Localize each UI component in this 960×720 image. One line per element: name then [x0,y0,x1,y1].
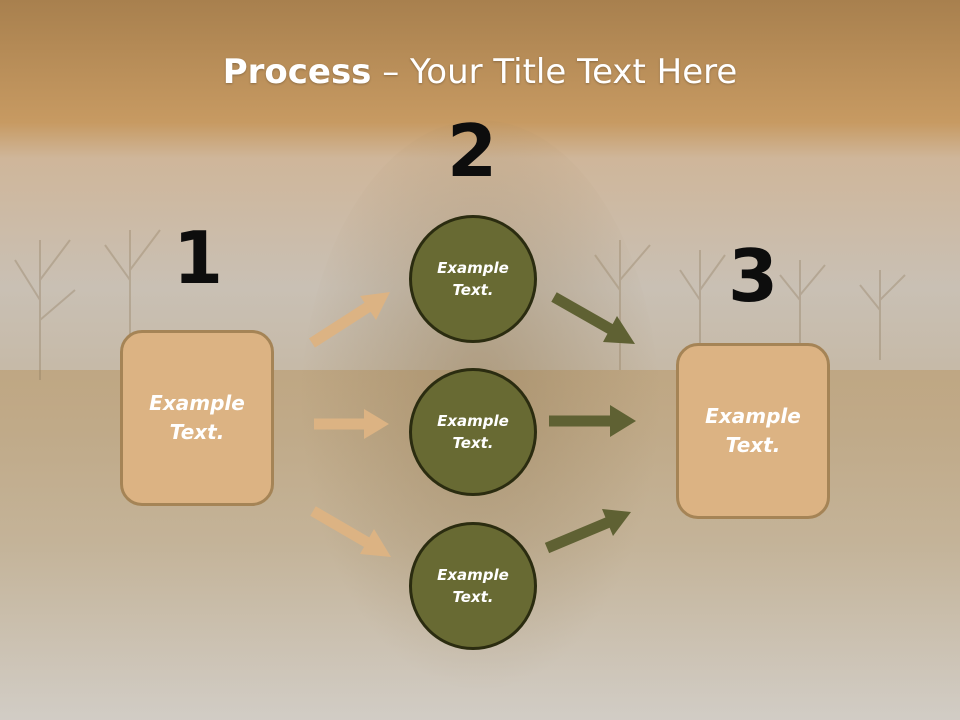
circle-middle: Example Text. [409,368,537,496]
title-rest: – Your Title Text Here [371,52,738,92]
arrow-top-to-3 [551,292,635,344]
arrow-1-to-bottom [310,506,391,557]
step-3-text-line2: Text. [725,433,781,457]
slide-title: Process – Your Title Text Here [0,52,960,92]
circle-bottom-line2: Text. [452,588,494,606]
step-number-2: 2 [446,109,498,193]
step-number-3: 3 [727,234,779,318]
circle-top: Example Text. [409,215,537,343]
arrow-bottom-to-3 [544,509,631,554]
step-3-text-line1: Example [705,404,801,428]
circle-bottom-line1: Example [437,565,509,584]
arrow-1-to-top [309,292,390,348]
step-number-1: 1 [172,216,224,300]
circle-middle-line1: Example [437,411,509,430]
circle-bottom: Example Text. [409,522,537,650]
circle-middle-line2: Text. [452,434,494,452]
title-bold: Process [222,52,372,92]
circle-top-line2: Text. [452,281,494,299]
step-1-text-line2: Text. [169,420,225,444]
arrow-middle-to-3 [549,405,636,437]
circle-top-line1: Example [437,258,509,277]
step-3-box: Example Text. [676,343,830,519]
step-1-text-line1: Example [149,391,245,415]
arrow-1-to-middle [314,409,389,439]
step-1-box: Example Text. [120,330,274,506]
